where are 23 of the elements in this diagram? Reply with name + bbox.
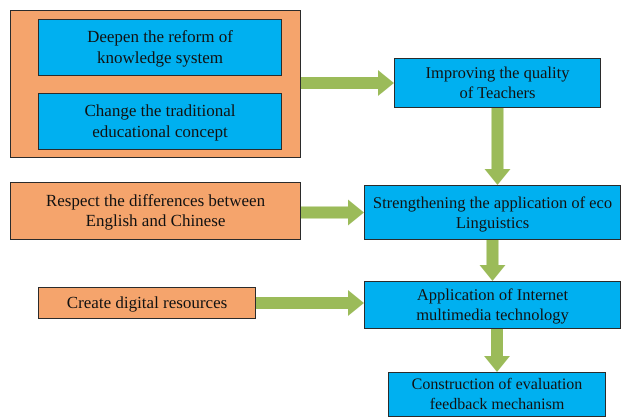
block-arrow: [480, 240, 506, 281]
box-label: Create digital resources: [66, 292, 228, 314]
process-box: [38, 93, 282, 150]
block-arrow: [301, 70, 394, 96]
process-box: [364, 185, 621, 240]
box-label: Construction of evaluation feedback mechanism: [410, 375, 584, 414]
box-label: Deepen the reform of knowledge system: [86, 27, 234, 68]
box-label: Application of Internet multimedia technology: [415, 285, 570, 325]
block-arrow: [484, 329, 510, 372]
process-box: [388, 372, 606, 417]
input-box: [10, 182, 301, 240]
process-box: [394, 58, 601, 108]
group-frame: [10, 10, 301, 158]
process-box: [364, 281, 621, 329]
block-arrow: [301, 200, 364, 226]
process-box: [38, 19, 282, 76]
block-arrow: [256, 290, 364, 316]
input-box: [38, 287, 256, 319]
box-label: Improving the quality of Teachers: [424, 63, 570, 103]
box-label: Change the traditional educational concept: [83, 101, 237, 142]
box-label: Respect the differences between English and Chinese: [44, 190, 266, 232]
box-label: Strengthening the application of eco Linguistics: [372, 192, 614, 232]
block-arrow: [484, 108, 510, 185]
